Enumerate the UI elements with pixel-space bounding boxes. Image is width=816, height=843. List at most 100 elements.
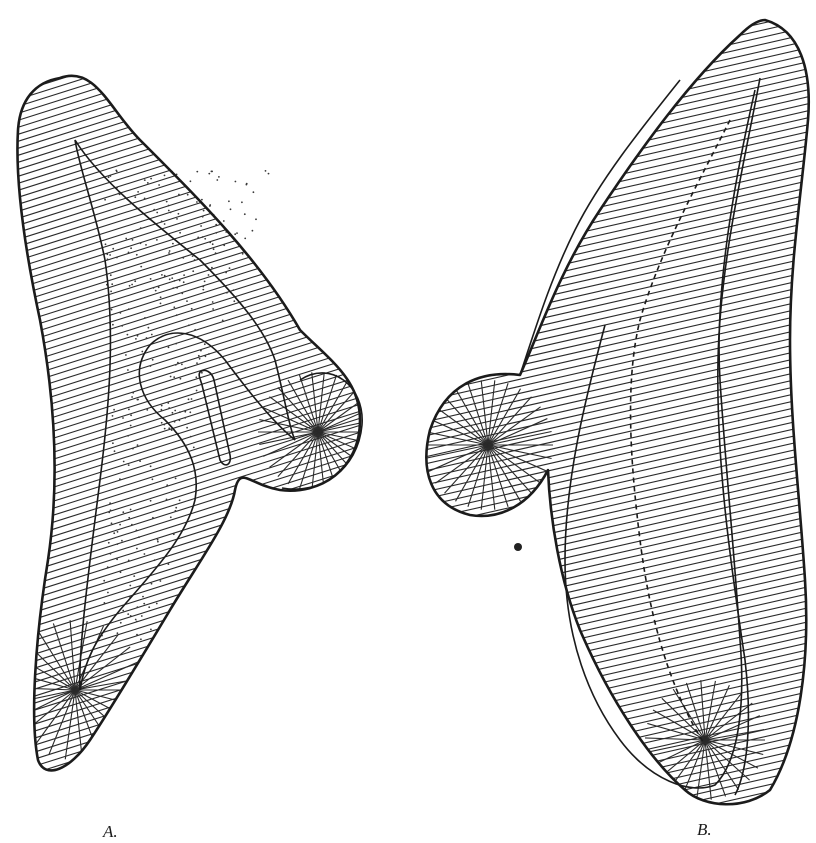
- stipple-dot: [134, 196, 136, 198]
- stipple-dot: [110, 509, 112, 511]
- stipple-dot: [130, 615, 132, 617]
- stipple-dot: [130, 247, 132, 249]
- hatch-line: [49, 690, 75, 755]
- stipple-dot: [157, 539, 159, 541]
- stipple-dot: [105, 243, 107, 245]
- stipple-dot: [186, 427, 188, 429]
- stipple-dot: [120, 312, 122, 314]
- stipple-dot: [189, 411, 191, 413]
- stipple-dot: [202, 216, 204, 218]
- stipple-dot: [136, 634, 138, 636]
- stipple-dot: [137, 606, 139, 608]
- stipple-dot: [241, 201, 243, 203]
- stipple-dot: [143, 603, 145, 605]
- stipple-dot: [225, 272, 227, 274]
- hatch-line: [646, 740, 705, 752]
- stipple-dot: [212, 243, 214, 245]
- stipple-dot: [166, 201, 168, 203]
- stipple-dot: [130, 414, 132, 416]
- stipple-dot: [116, 257, 118, 259]
- stipple-dot: [130, 509, 132, 511]
- stipple-dot: [202, 286, 204, 288]
- stipple-dot: [179, 499, 181, 501]
- stipple-dot: [156, 603, 158, 605]
- stipple-dot: [174, 280, 176, 282]
- hatch-line: [318, 408, 373, 432]
- stipple-dot: [107, 592, 109, 594]
- stipple-dot: [196, 390, 198, 392]
- stipple-dot: [110, 291, 112, 293]
- stipple-dot: [153, 287, 155, 289]
- stipple-dot: [208, 274, 210, 276]
- stipple-dot: [164, 275, 166, 277]
- stipple-dot: [253, 191, 255, 193]
- stipple-dot: [215, 224, 217, 226]
- stipple-dot: [193, 447, 195, 449]
- stipple-dot: [168, 210, 170, 212]
- stipple-dot: [213, 248, 215, 250]
- stipple-dot: [175, 343, 177, 345]
- stipple-dot: [200, 225, 202, 227]
- stipple-dot: [136, 621, 138, 623]
- stipple-dot: [174, 410, 176, 412]
- stipple-dot: [172, 287, 174, 289]
- stipple-dot: [202, 236, 204, 238]
- stipple-dot: [181, 293, 183, 295]
- figure-b-hatching: [420, 0, 816, 843]
- stipple-dot: [169, 278, 171, 280]
- stipple-dot: [142, 596, 144, 598]
- stipple-dot: [176, 287, 178, 289]
- stipple-dot: [204, 238, 206, 240]
- stipple-dot: [200, 350, 202, 352]
- stipple-dot: [150, 278, 152, 280]
- stipple-dot: [265, 170, 267, 172]
- stipple-dot: [173, 306, 175, 308]
- hatch-line: [34, 690, 75, 747]
- stipple-dot: [184, 411, 186, 413]
- stipple-dot: [129, 585, 131, 587]
- stipple-dot: [128, 252, 130, 254]
- stipple-dot: [110, 274, 112, 276]
- figure-b-label: B.: [697, 820, 712, 840]
- stipple-dot: [168, 427, 170, 429]
- stipple-dot: [129, 285, 131, 287]
- stipple-dot: [175, 510, 177, 512]
- stipple-dot: [152, 517, 154, 519]
- stipple-dot: [178, 194, 180, 196]
- stipple-dot: [208, 173, 210, 175]
- figure-a-hatching: [0, 0, 380, 784]
- stipple-dot: [170, 516, 172, 518]
- stipple-dot: [158, 286, 160, 288]
- stipple-dot: [222, 320, 224, 322]
- stipple-dot: [150, 178, 152, 180]
- stipple-dot: [156, 239, 158, 241]
- stipple-dot: [122, 610, 124, 612]
- stipple-dot: [160, 303, 162, 305]
- stipple-dot: [128, 409, 130, 411]
- stipple-dot: [183, 281, 185, 283]
- stipple-dot: [204, 281, 206, 283]
- stipple-dot: [204, 343, 206, 345]
- stipple-dot: [184, 417, 186, 419]
- hatch-line: [420, 774, 816, 843]
- stipple-dot: [127, 613, 129, 615]
- hatch-line: [701, 680, 705, 740]
- stipple-dot: [112, 324, 114, 326]
- stipple-dot: [137, 191, 139, 193]
- stipple-dot: [144, 198, 146, 200]
- stipple-dot: [113, 409, 115, 411]
- stipple-dot: [152, 359, 154, 361]
- hatch-line: [420, 767, 816, 843]
- stipple-dot: [171, 429, 173, 431]
- stipple-dot: [233, 289, 235, 291]
- stipple-dot: [216, 179, 218, 181]
- stipple-dot: [161, 220, 163, 222]
- stipple-dot: [175, 507, 177, 509]
- stipple-dot: [148, 606, 150, 608]
- stipple-dot: [114, 450, 116, 452]
- stipple-dot: [179, 232, 181, 234]
- hatch-line: [420, 0, 816, 80]
- stipple-dot: [172, 243, 174, 245]
- stipple-dot: [187, 194, 189, 196]
- stipple-dot: [153, 209, 155, 211]
